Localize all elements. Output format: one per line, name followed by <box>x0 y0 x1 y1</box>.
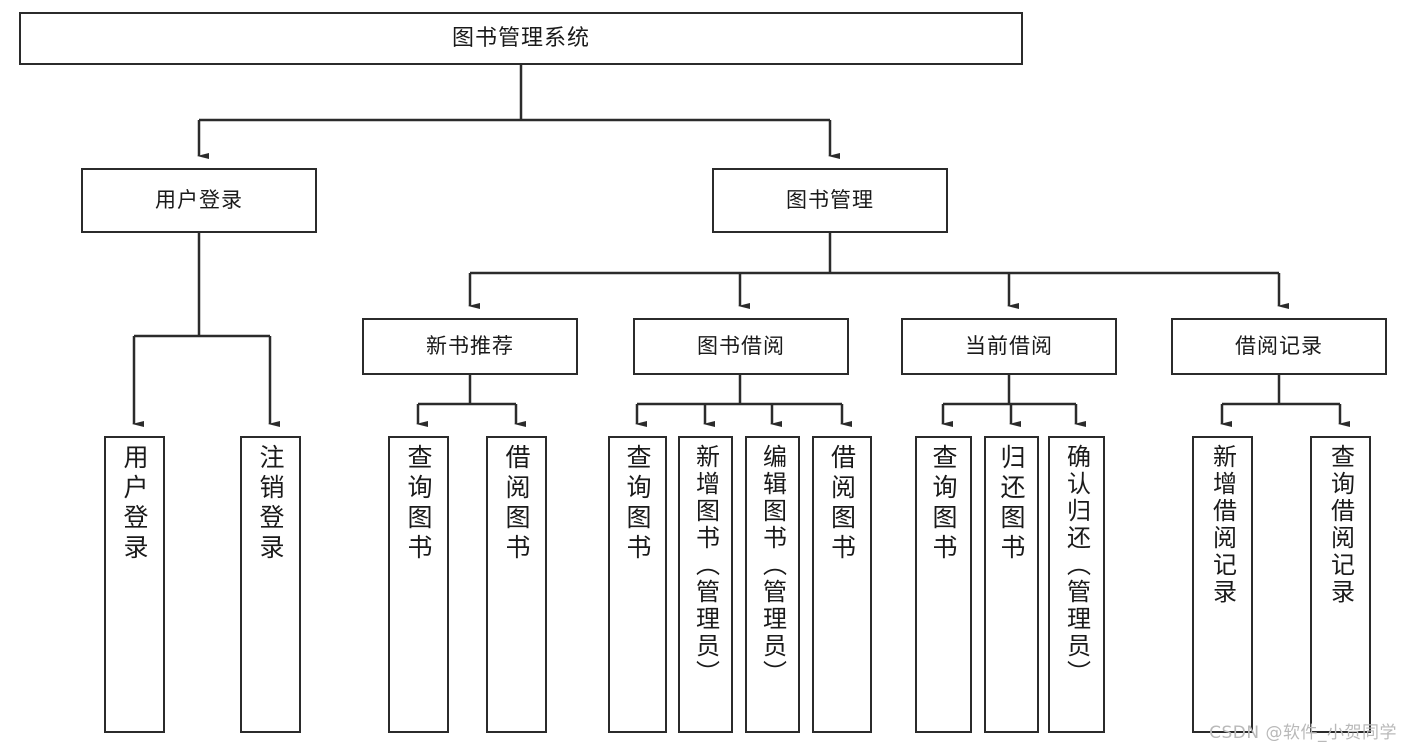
node-book-management[interactable]: 图书管理 <box>712 168 948 233</box>
node-leaf-edit-book-admin[interactable]: 编辑图书（管理员） <box>745 436 800 733</box>
node-leaf-borrow-book-recommend-label: 借阅图书 <box>502 444 531 564</box>
node-new-book-recommend[interactable]: 新书推荐 <box>362 318 578 375</box>
node-leaf-confirm-return-admin-label: 确认归还（管理员） <box>1062 444 1091 687</box>
node-leaf-borrow-book-recommend[interactable]: 借阅图书 <box>486 436 547 733</box>
node-leaf-query-borrow-record-label: 查询借阅记录 <box>1326 444 1355 606</box>
node-root-system-label: 图书管理系统 <box>451 25 590 51</box>
node-leaf-edit-book-admin-label: 编辑图书（管理员） <box>758 444 787 687</box>
node-book-borrow[interactable]: 图书借阅 <box>633 318 849 375</box>
node-leaf-query-book-borrow[interactable]: 查询图书 <box>608 436 667 733</box>
node-borrow-record[interactable]: 借阅记录 <box>1171 318 1387 375</box>
node-leaf-query-book-current-label: 查询图书 <box>929 444 958 564</box>
node-leaf-add-borrow-record[interactable]: 新增借阅记录 <box>1192 436 1253 733</box>
node-leaf-add-borrow-record-label: 新增借阅记录 <box>1208 444 1237 606</box>
node-leaf-query-book-borrow-label: 查询图书 <box>623 444 652 564</box>
node-leaf-logout[interactable]: 注销登录 <box>240 436 301 733</box>
node-leaf-query-book-current[interactable]: 查询图书 <box>915 436 972 733</box>
node-leaf-borrow-book-borrow[interactable]: 借阅图书 <box>812 436 872 733</box>
node-user-login-label: 用户登录 <box>155 188 243 213</box>
node-current-borrow-label: 当前借阅 <box>965 334 1053 359</box>
node-leaf-query-book-recommend-label: 查询图书 <box>404 444 433 564</box>
node-leaf-user-login-label: 用户登录 <box>120 444 149 564</box>
node-leaf-return-book-label: 归还图书 <box>997 444 1026 564</box>
node-leaf-user-login[interactable]: 用户登录 <box>104 436 165 733</box>
node-leaf-return-book[interactable]: 归还图书 <box>984 436 1039 733</box>
node-book-management-label: 图书管理 <box>786 188 874 213</box>
node-book-borrow-label: 图书借阅 <box>697 334 785 359</box>
node-new-book-recommend-label: 新书推荐 <box>426 334 514 359</box>
csdn-watermark: CSDN @软件_小贺同学 <box>1209 723 1397 743</box>
node-leaf-query-borrow-record[interactable]: 查询借阅记录 <box>1310 436 1371 733</box>
node-leaf-query-book-recommend[interactable]: 查询图书 <box>388 436 449 733</box>
node-root-system[interactable]: 图书管理系统 <box>19 12 1023 65</box>
node-leaf-logout-label: 注销登录 <box>256 444 285 564</box>
node-leaf-add-book-admin[interactable]: 新增图书（管理员） <box>678 436 733 733</box>
node-user-login[interactable]: 用户登录 <box>81 168 317 233</box>
node-leaf-borrow-book-borrow-label: 借阅图书 <box>827 444 857 564</box>
node-current-borrow[interactable]: 当前借阅 <box>901 318 1117 375</box>
node-leaf-add-book-admin-label: 新增图书（管理员） <box>691 444 720 687</box>
node-leaf-confirm-return-admin[interactable]: 确认归还（管理员） <box>1048 436 1105 733</box>
node-borrow-record-label: 借阅记录 <box>1235 334 1323 359</box>
